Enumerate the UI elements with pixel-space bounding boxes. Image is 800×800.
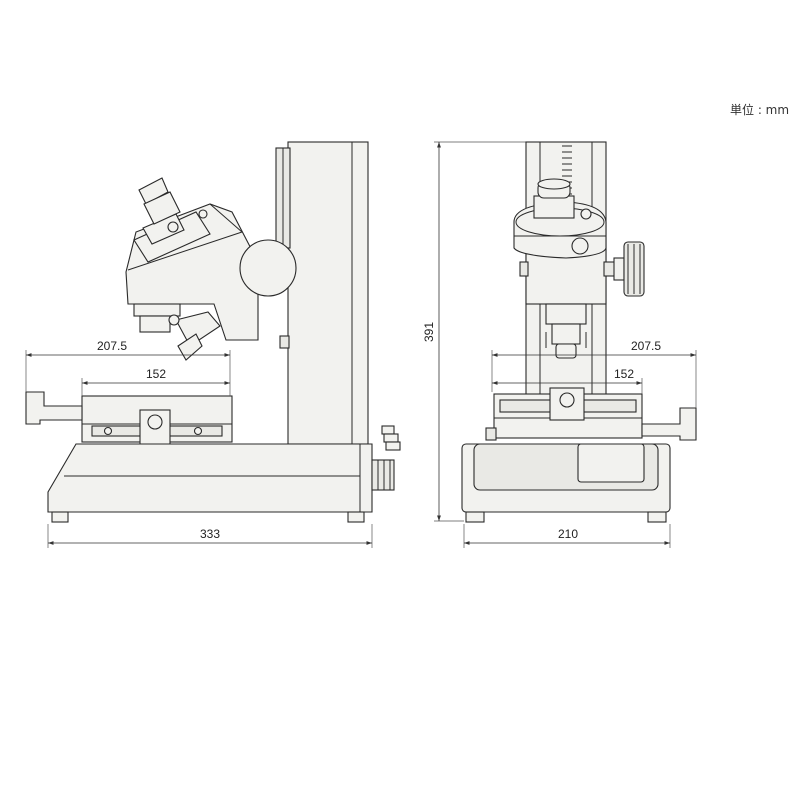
front-view <box>461 141 697 523</box>
side-foot-left <box>51 511 69 523</box>
dim-side-stage-width: 152 <box>146 367 166 381</box>
side-foot-right <box>347 511 365 523</box>
front-dimensions: 207.5 152 210 <box>463 339 697 548</box>
side-base-knob <box>371 459 395 491</box>
dim-front-base-width: 210 <box>558 527 578 541</box>
side-stage-handle <box>25 391 83 425</box>
unit-label: 単位 : mm <box>730 103 790 117</box>
dim-side-stage-travel: 207.5 <box>97 339 127 353</box>
front-objective <box>551 323 581 345</box>
side-objective <box>139 315 171 333</box>
dim-front-stage-width: 152 <box>614 367 634 381</box>
front-eyepiece-base <box>533 195 575 219</box>
front-foot-left <box>465 511 485 523</box>
front-stage-handle <box>641 407 697 441</box>
dim-side-base-depth: 333 <box>200 527 220 541</box>
side-dimensions: 207.5 152 333 <box>25 339 373 548</box>
side-base <box>47 443 373 513</box>
front-base-panel <box>577 443 645 483</box>
side-focus-hub <box>239 239 297 297</box>
dim-front-stage-travel: 207.5 <box>631 339 661 353</box>
side-eyepiece <box>138 177 169 205</box>
dim-height-total: 391 <box>422 322 436 342</box>
height-dimension: 391 <box>422 141 526 522</box>
front-eyepiece <box>537 178 571 190</box>
side-angled-eyepiece <box>177 333 203 361</box>
side-view <box>25 141 401 523</box>
front-foot-right <box>647 511 667 523</box>
side-column <box>287 141 369 445</box>
